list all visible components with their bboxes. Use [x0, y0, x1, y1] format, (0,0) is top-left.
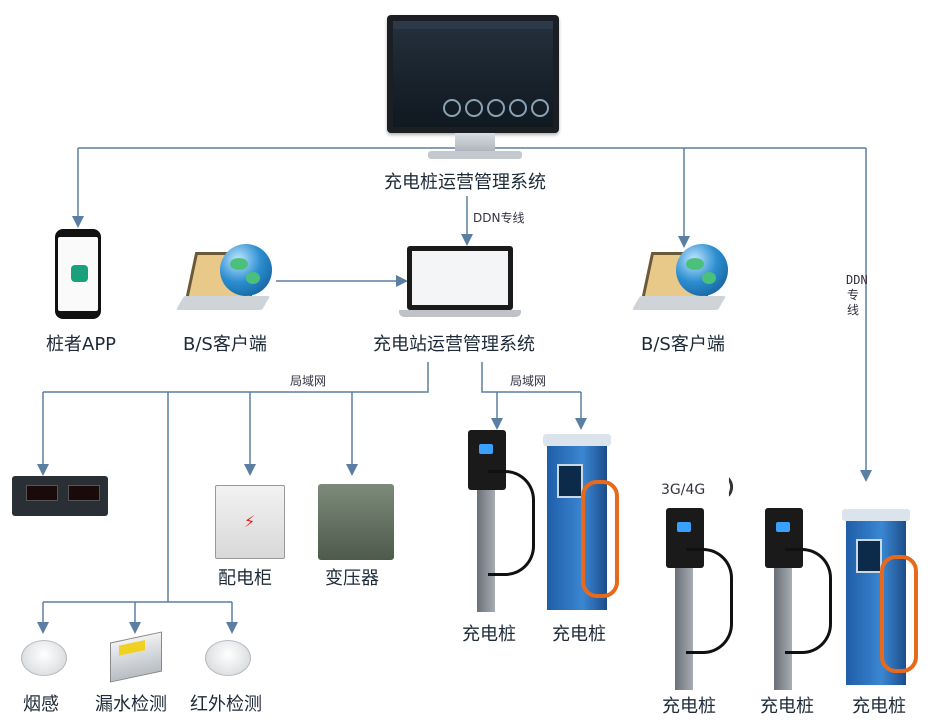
lan-left-bus: [43, 362, 429, 393]
charger-post-icon-3: [765, 508, 832, 690]
bs-left-label: B/S客户端: [183, 334, 267, 355]
water-label: 漏水检测: [95, 694, 167, 715]
smoke-label: 烟感: [23, 694, 59, 715]
cabinet-icon: ⚡: [215, 485, 285, 559]
monitor-stand: [455, 133, 495, 153]
charger-post-icon-1: [468, 430, 535, 612]
smoke-detector-icon: [21, 640, 67, 676]
globe-laptop-icon-left: [175, 244, 276, 320]
cabinet-label: 配电柜: [218, 568, 272, 589]
app-label: 桩者APP: [46, 334, 117, 355]
dc-charger-icon-1: [543, 434, 619, 610]
lan-right-bus: [481, 362, 581, 393]
station-system-label: 充电站运营管理系统: [373, 334, 535, 355]
dc-charger-icon-2: [842, 509, 918, 685]
phone-icon: [55, 229, 101, 319]
transformer-label: 变压器: [325, 568, 379, 589]
ddn-vertical-label: DDN专线: [846, 273, 868, 317]
lan-right-label: 局域网: [510, 374, 547, 388]
lan-left-label: 局域网: [290, 374, 327, 388]
globe-laptop-icon-right: [631, 244, 732, 320]
charger-post-icon-2: [666, 508, 733, 690]
transformer-icon: [318, 484, 394, 560]
infrared-label: 红外检测: [190, 694, 262, 715]
top-system-label: 充电桩运营管理系统: [384, 172, 546, 193]
bs-right-label: B/S客户端: [641, 334, 725, 355]
charger-4-label: 充电桩: [760, 696, 814, 717]
monitor-base: [428, 151, 522, 159]
infrared-sensor-icon: [205, 640, 251, 676]
laptop-icon: [399, 246, 521, 320]
charger-2-label: 充电桩: [552, 624, 606, 645]
charger-5-label: 充电桩: [852, 696, 906, 717]
ddn-top-label: DDN专线: [473, 211, 525, 225]
network-3g4g-label: 3G/4G: [661, 482, 706, 498]
charger-1-label: 充电桩: [462, 624, 516, 645]
charger-3-label: 充电桩: [662, 696, 716, 717]
monitor-icon: [387, 15, 559, 133]
meter-icon: [12, 476, 108, 516]
